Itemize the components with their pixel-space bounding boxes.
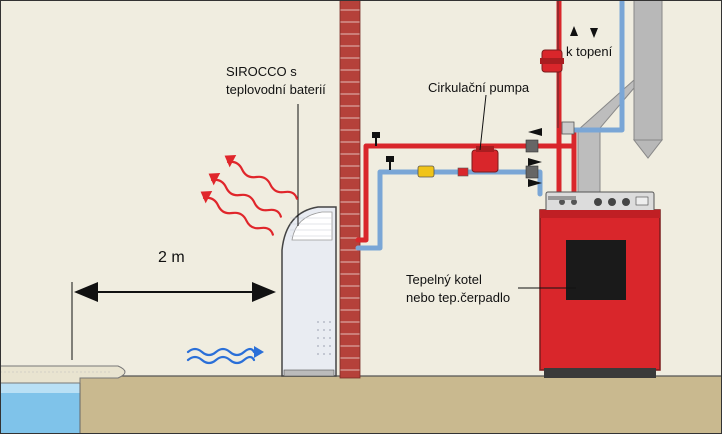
distance-label: 2 m [158,249,185,266]
hot-pipes [355,0,577,243]
circulation-pump [471,94,499,173]
dimension-arrow-icon [71,282,276,360]
sirocco-unit [281,206,337,377]
pump-label: Cirkulační pumpa [428,80,530,95]
heat-arrowheads [200,155,237,204]
boiler-label-line1: Tepelný kotel [406,272,482,287]
heating-pump [540,49,564,73]
boiler-label-line2: nebo tep.čerpadlo [406,290,510,305]
boiler [539,191,661,378]
brick-column [339,0,361,379]
heat-waves-icon [202,160,298,236]
airflow-arrowhead [254,346,264,358]
flow-arrows [528,26,598,187]
valves [372,121,575,179]
chimney [577,0,664,195]
sirocco-label-line1: SIROCCO s [226,64,297,79]
airflow-waves-icon [186,347,256,365]
sirocco-label-line2: teplovodní baterií [226,82,326,97]
heating-label: k topení [566,44,613,59]
floor [0,376,722,434]
cold-pipes [355,0,625,251]
pool [0,365,126,434]
